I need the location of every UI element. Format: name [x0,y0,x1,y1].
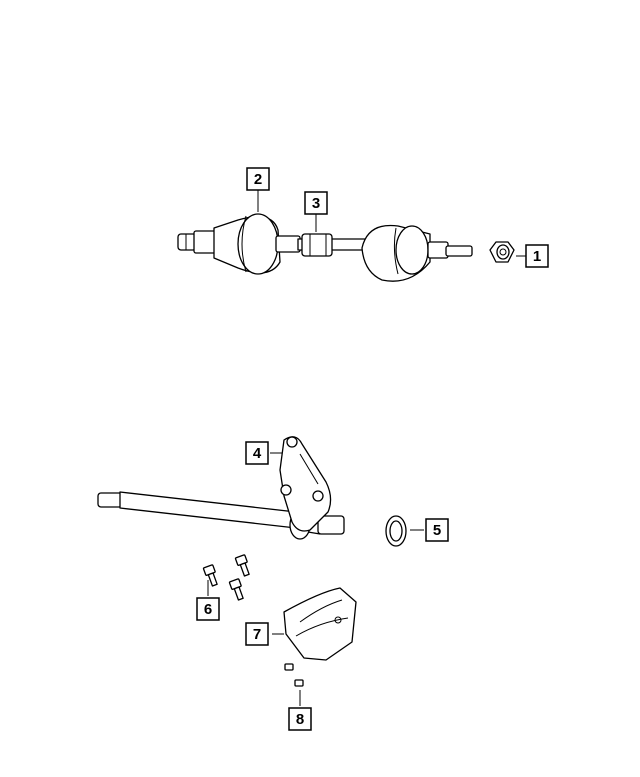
callout-5: 5 [425,518,449,542]
svg-text:2: 2 [254,171,262,188]
shaft-bracket [279,436,332,532]
inner-cv-boot [213,213,301,275]
svg-text:3: 3 [312,195,320,212]
callout-4: 4 [245,441,269,465]
leader-lines [207,190,526,706]
svg-text:7: 7 [253,626,261,643]
halfshaft-assembly [177,213,473,282]
inner-stub-shaft [177,230,217,254]
svg-text:4: 4 [253,445,262,462]
bracket-bolts [202,554,250,601]
svg-text:1: 1 [533,248,541,265]
callout-1: 1 [525,244,549,268]
callout-8: 8 [288,707,312,731]
callout-3: 3 [304,191,328,215]
callout-2: 2 [246,167,270,191]
heat-shield-screws [284,663,304,687]
axle-nut [489,241,515,263]
svg-text:8: 8 [296,711,304,728]
svg-text:6: 6 [204,601,212,618]
damper-weight [301,233,333,257]
callout-7: 7 [245,622,269,646]
callout-6: 6 [196,597,220,621]
snap-ring [385,515,407,547]
heat-shield [283,587,357,661]
svg-text:5: 5 [433,522,441,539]
outer-cv-joint [361,224,473,282]
